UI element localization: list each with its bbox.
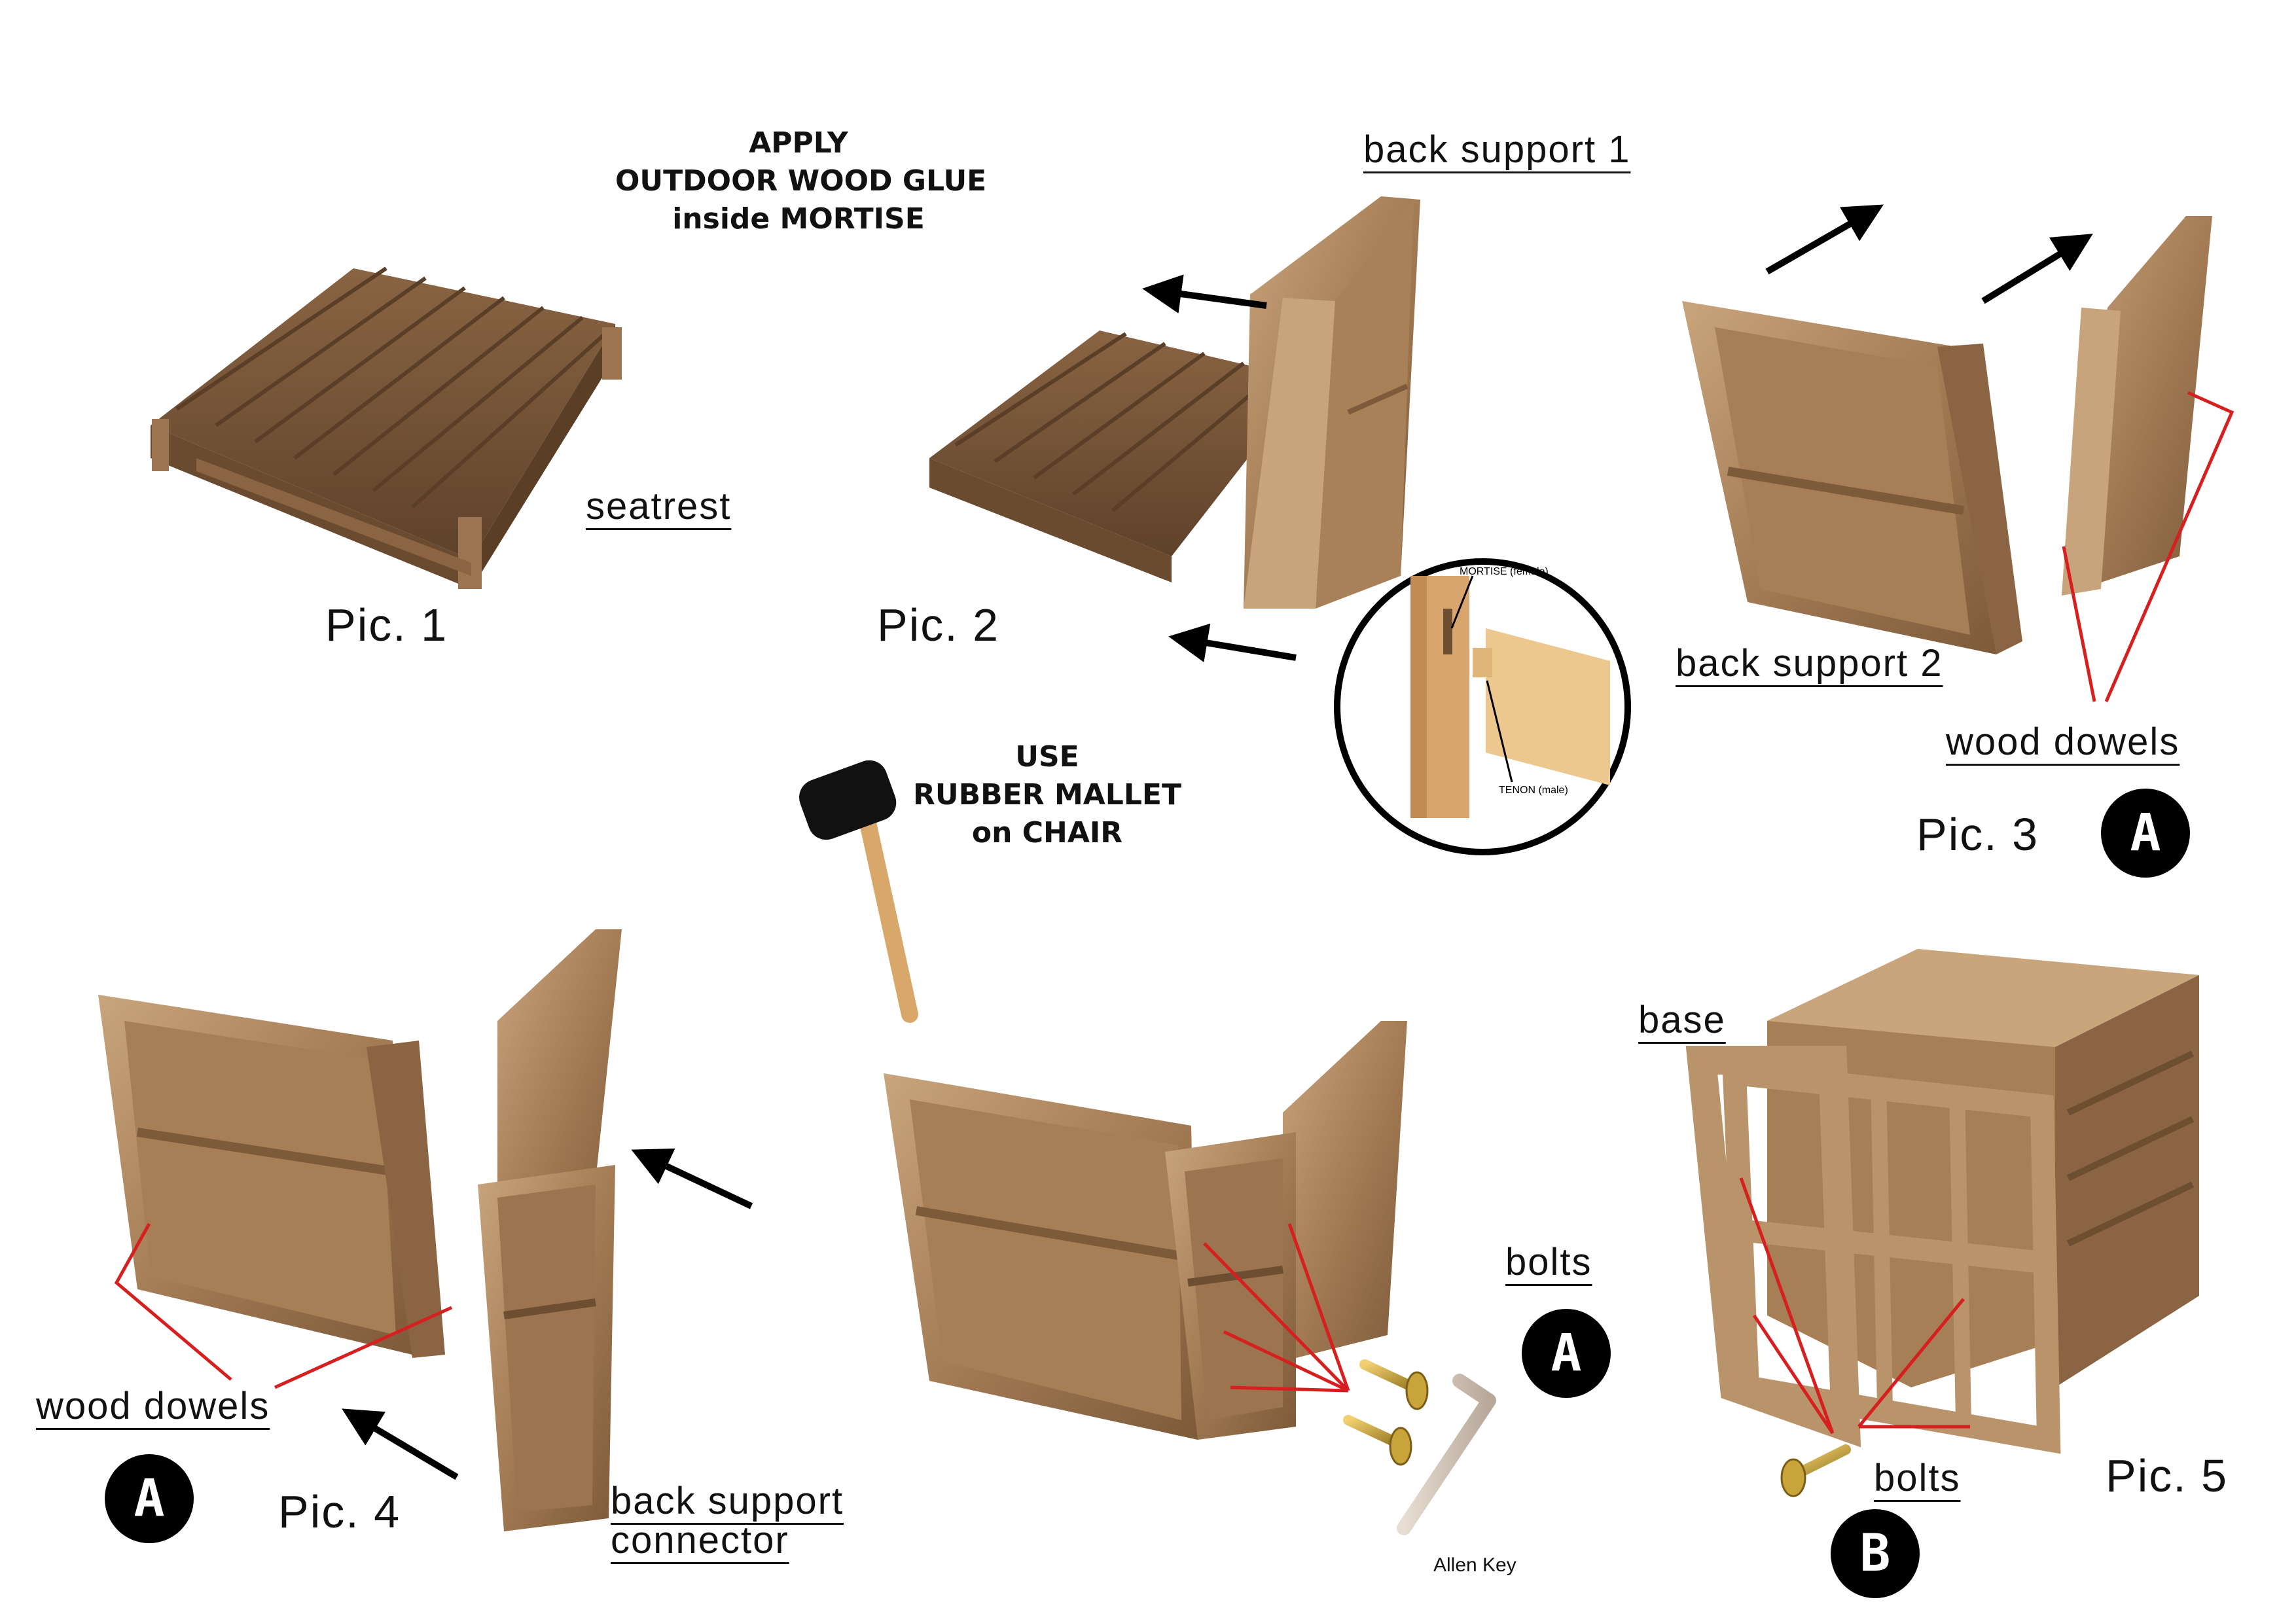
bolts-a-illustration [1343,1359,1429,1466]
pic-2-caption: Pic. 2 [877,599,1000,651]
back-support-2-label: back support 2 [1676,642,1943,685]
seatrest-illustration [151,266,622,589]
bolts-a-label: bolts [1505,1241,1592,1283]
connector-assembly-illustration [98,929,622,1531]
badge-a-pic4: A [105,1454,194,1543]
base-illustration [1685,949,2199,1454]
mallet-note: USE RUBBER MALLET on CHAIR [897,738,1198,852]
bolts-b-label: bolts [1874,1457,1961,1499]
pic-3-caption: Pic. 3 [1916,809,2039,860]
badge-a-pic3: A [2101,789,2190,878]
mortise-tenon-inset: MORTISE (female) TENON (male) [1334,558,1631,855]
mortise-label: MORTISE (female) [1460,566,1549,577]
badge-a-bolts: A [1522,1309,1611,1398]
glue-note-line-1: APPLY [749,126,848,160]
bolt-b-illustration [1780,1444,1851,1497]
badge-b-bolts: B [1831,1509,1920,1598]
glue-note-line-2: OUTDOOR WOOD GLUE [615,164,987,198]
pic-5-caption: Pic. 5 [2106,1450,2229,1501]
seatrest-with-back-illustration [929,196,1420,609]
glue-note: APPLY OUTDOOR WOOD GLUE inside MORTISE [615,124,987,238]
allen-key-label: Allen Key [1433,1554,1516,1576]
wood-dowels-label-pic4: wood dowels [36,1385,270,1427]
base-label: base [1638,999,1726,1041]
allen-key-illustration [1397,1374,1496,1535]
back-support-connector-label-line-1: back support [611,1480,844,1522]
chair-bolting-illustration [884,1021,1407,1440]
red-pointer-lines [114,391,2234,1435]
tenon-label: TENON (male) [1499,785,1568,796]
mallet-note-line-3: on CHAIR [971,816,1123,849]
glue-note-line-3: inside MORTISE [672,202,925,236]
direction-arrows [342,204,2093,1480]
mallet-note-line-2: RUBBER MALLET [913,778,1181,812]
wood-dowels-label-pic3: wood dowels [1946,721,2180,763]
pic-1-caption: Pic. 1 [325,599,448,651]
pic-4-caption: Pic. 4 [278,1486,401,1537]
mallet-note-line-1: USE [1015,740,1079,774]
rubber-mallet-illustration [799,760,918,1023]
back-supports-illustration [1682,216,2212,654]
back-support-1-label: back support 1 [1363,128,1631,171]
back-support-connector-label-line-2: connector [611,1519,789,1561]
seatrest-label: seatrest [586,485,732,527]
